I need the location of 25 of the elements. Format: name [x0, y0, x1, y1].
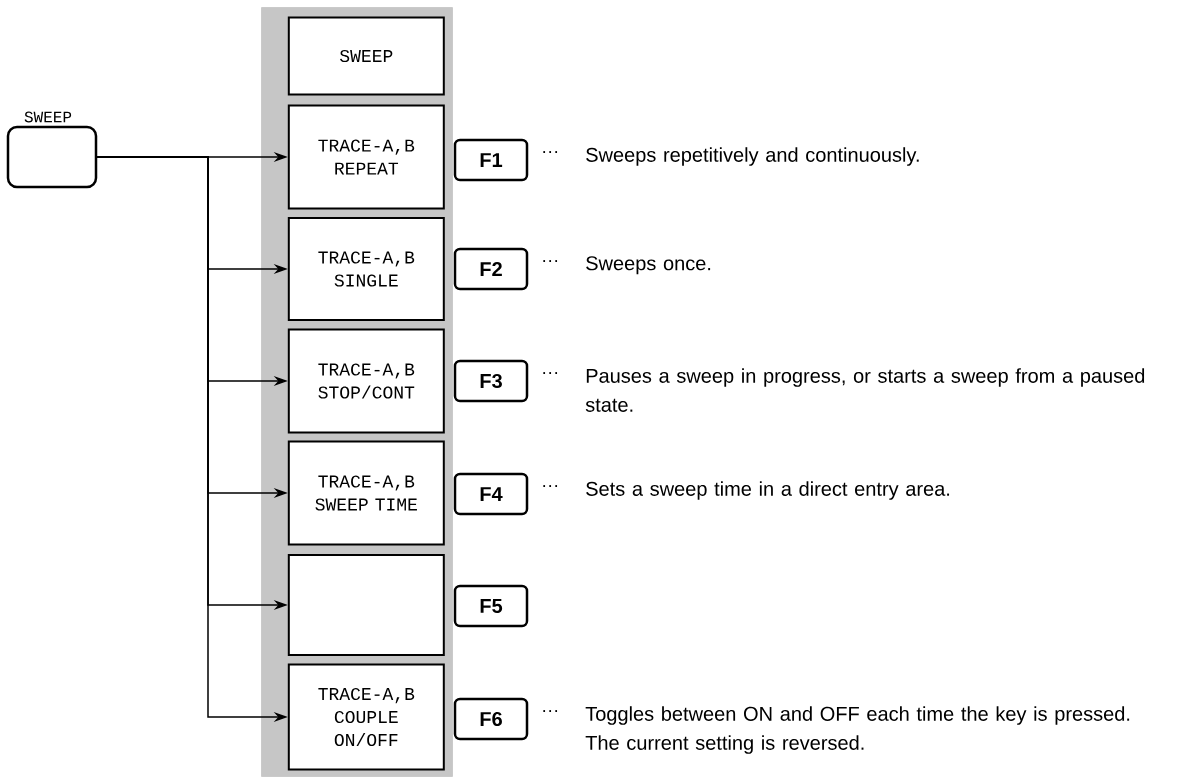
function-key: F6 [453, 697, 529, 741]
description-text: Pauses a sweep in progress, or starts a sweep from a paused state. [585, 368, 1145, 412]
description-text: Sets a sweep time in a direct entry area. [586, 481, 950, 500]
function-key: F2 [453, 247, 529, 291]
ellipsis: ··· [543, 710, 558, 712]
ellipsis: ··· [543, 151, 558, 153]
description-text: Sweeps repetitively and continuously. [586, 147, 919, 166]
ellipsis: ··· [543, 485, 558, 487]
menu-item-box [287, 554, 445, 656]
node-label: SWEEP [24, 111, 72, 123]
ellipsis: ··· [543, 372, 558, 374]
menu-item-box: TRACE-A,B SINGLE [287, 217, 445, 321]
function-key: F3 [453, 359, 529, 403]
panel-key: SWEEP [6, 111, 98, 189]
menu-item-box: TRACE-A,B REPEAT [287, 104, 445, 210]
function-key: F1 [453, 138, 529, 182]
description-text: Toggles between ON and OFF each time the key is pressed. The current setting is reversed. [585, 706, 1130, 754]
menu-item-box: TRACE-A,B STOP/CONT [287, 328, 445, 434]
ellipsis: ··· [543, 260, 558, 262]
description-text: Sweeps once. [586, 256, 711, 275]
function-key: F4 [453, 472, 529, 516]
menu-item-box: TRACE-A,B COUPLE ON/OFF [287, 663, 445, 771]
menu-item-box: SWEEP [287, 16, 445, 96]
function-key: F5 [453, 584, 529, 628]
menu-item-box: TRACE-A,B SWEEP TIME [287, 440, 445, 546]
